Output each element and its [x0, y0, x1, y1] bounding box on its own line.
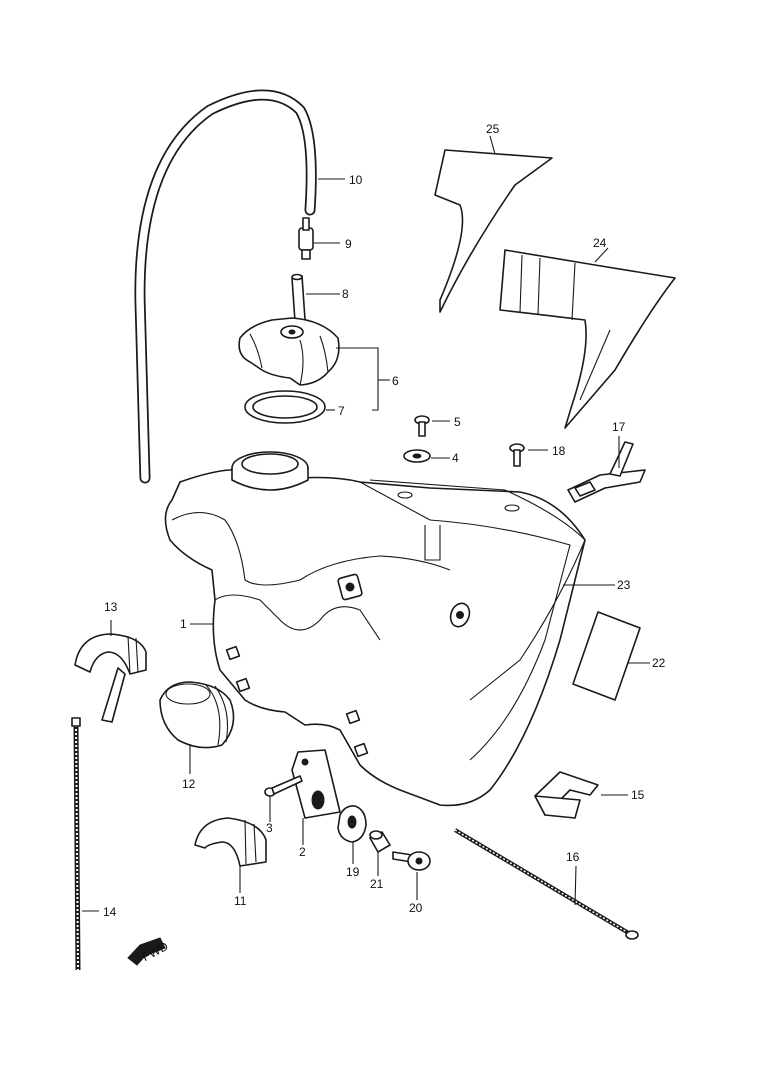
bracket-2: [291, 749, 341, 819]
callout-9: 9: [345, 237, 352, 251]
callout-5: 5: [454, 415, 461, 429]
grommet-13: [74, 633, 147, 723]
callout-labels: 1 2 3 4 5 6 7 8 9 10 11 12 13 14 15 16 1…: [103, 122, 666, 919]
fuel-hose: [134, 89, 317, 484]
callout-20: 20: [409, 901, 423, 915]
callout-22: 22: [652, 656, 666, 670]
callout-8: 8: [342, 287, 349, 301]
callout-6: 6: [392, 374, 399, 388]
shroud-decal-lower: [499, 249, 676, 429]
grommet-11: [194, 817, 267, 867]
callout-14: 14: [103, 905, 117, 919]
callout-13: 13: [104, 600, 118, 614]
fuel-cap: [238, 317, 340, 386]
callout-1: 1: [180, 617, 187, 631]
callout-23: 23: [617, 578, 631, 592]
tank-side-plate: [369, 479, 586, 701]
callout-15: 15: [631, 788, 645, 802]
bolt-3: [264, 775, 303, 797]
shroud-decal-upper: [434, 149, 553, 313]
callout-4: 4: [452, 451, 459, 465]
rubber-pad: [572, 611, 641, 701]
callout-25: 25: [486, 122, 500, 136]
tank-strap: [567, 441, 646, 503]
fwd-label: FWD: [140, 939, 171, 964]
fuel-tank: [164, 451, 586, 807]
breather-valve: [298, 217, 314, 260]
callout-3: 3: [266, 821, 273, 835]
callout-10: 10: [349, 173, 363, 187]
bolt-20: [392, 851, 431, 871]
collar-21: [369, 830, 391, 853]
callout-24: 24: [593, 236, 607, 250]
callout-19: 19: [346, 865, 360, 879]
cushion-15: [534, 771, 599, 819]
screw-5: [414, 415, 430, 437]
screw-18: [509, 443, 525, 467]
callout-21: 21: [370, 877, 384, 891]
leader-lines: [82, 135, 650, 912]
cap-gasket: [244, 390, 326, 424]
cable-tie-14: [71, 717, 81, 971]
callout-16: 16: [566, 850, 580, 864]
forward-arrow-icon: FWD: [127, 937, 171, 966]
callout-2: 2: [299, 845, 306, 859]
grommet-12: [159, 681, 235, 749]
cable-tie-16: [453, 828, 639, 940]
callout-12: 12: [182, 777, 196, 791]
callout-11: 11: [234, 894, 247, 908]
washer-4: [403, 449, 431, 463]
callout-7: 7: [338, 404, 345, 418]
grommet-19: [337, 805, 367, 843]
callout-18: 18: [552, 444, 566, 458]
callout-17: 17: [612, 420, 626, 434]
